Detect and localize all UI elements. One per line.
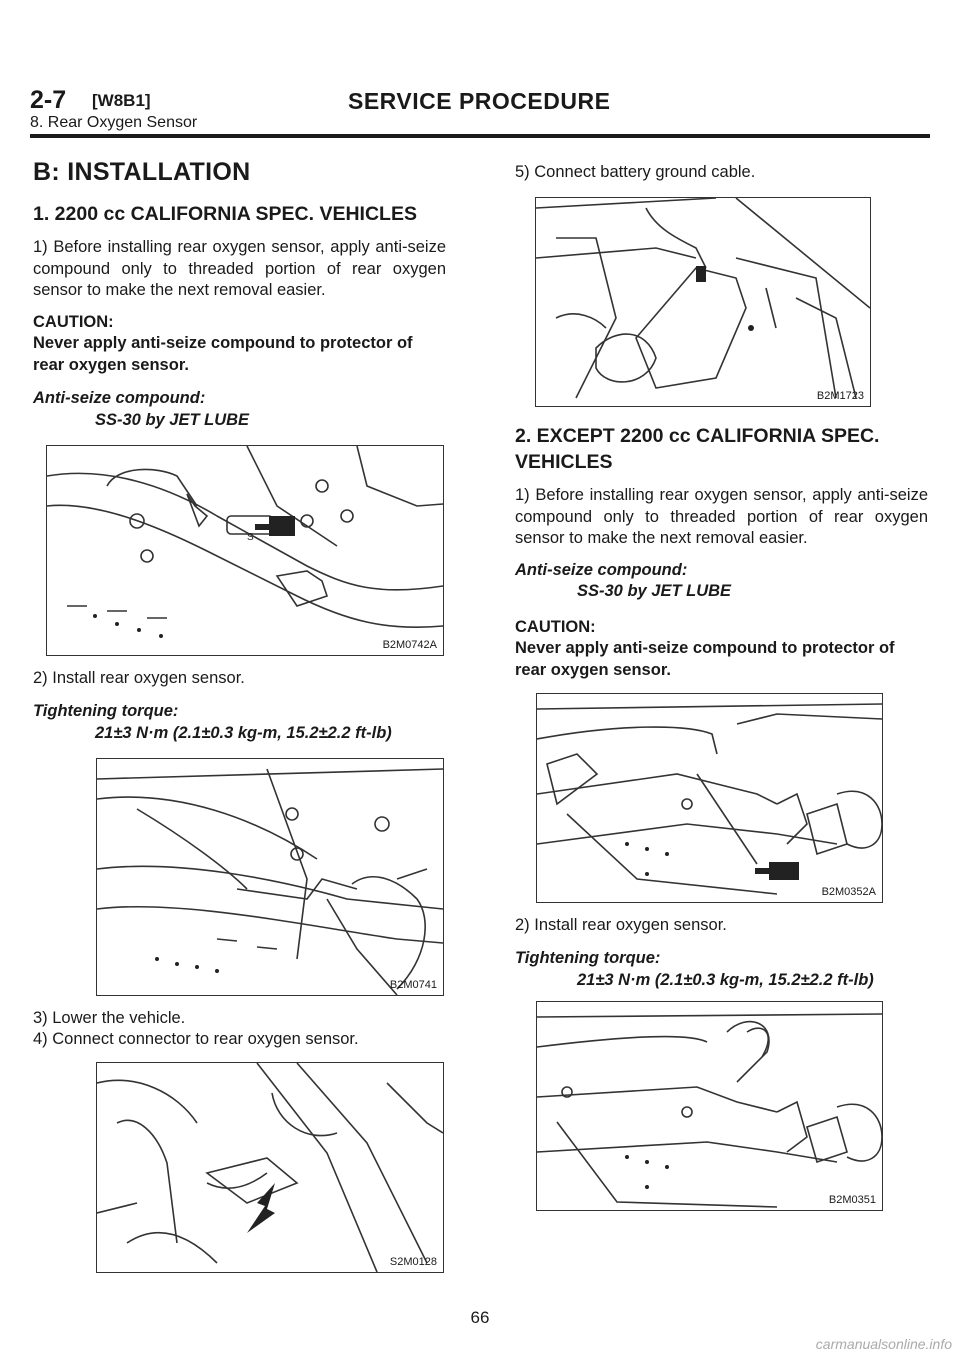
figure-sensor-location-except: B2M0352A	[536, 693, 883, 903]
figure-sensor-location: S B2M0742A	[46, 445, 444, 656]
caution-text: Never apply anti-seize compound to prote…	[515, 639, 895, 679]
figure-connector: S2M0128	[96, 1062, 444, 1273]
step-5-text: 5) Connect battery ground cable.	[515, 163, 756, 181]
caution-text: Never apply anti-seize compound to prote…	[33, 334, 413, 374]
figure-install-sensor-except: B2M0351	[536, 1001, 883, 1211]
figure-battery: B2M1723	[535, 197, 871, 407]
figure-id: S2M0128	[389, 1256, 437, 1268]
section-heading: B: INSTALLATION	[33, 158, 251, 186]
torque-value: 21±3 N·m (2.1±0.3 kg-m, 15.2±2.2 ft-lb)	[95, 723, 392, 742]
page-header: 2-7 [W8B1] SERVICE PROCEDURE 8. Rear Oxy…	[30, 86, 930, 136]
step-1-text: 1) Before installing rear oxygen sensor,…	[33, 238, 446, 299]
torque-label: Tightening torque:	[33, 702, 179, 720]
left-column: B: INSTALLATION 1. 2200 cc CALIFORNIA SP…	[33, 158, 446, 1273]
subsection-heading-california: 1. 2200 cc CALIFORNIA SPEC. VEHICLES	[33, 203, 417, 225]
step-1-text: 1) Before installing rear oxygen sensor,…	[515, 486, 928, 547]
section-number: 2-7	[30, 86, 67, 114]
step-3-text: 3) Lower the vehicle.	[33, 1009, 186, 1027]
figure-id: B2M0741	[389, 979, 437, 991]
page-subtitle: 8. Rear Oxygen Sensor	[30, 114, 198, 131]
page-number: 66	[470, 1308, 490, 1327]
watermark: carmanualsonline.info	[815, 1336, 952, 1352]
compound-label: Anti-seize compound:	[515, 560, 688, 579]
header-rule	[30, 134, 930, 138]
caution-label: CAUTION:	[33, 312, 114, 331]
caution-block: CAUTION: Never apply anti-seize compound…	[515, 617, 928, 682]
compound-value: SS-30 by JET LUBE	[577, 582, 732, 600]
torque-value: 21±3 N·m (2.1±0.3 kg-m, 15.2±2.2 ft-lb)	[577, 970, 874, 989]
figure-id: B2M0352A	[821, 886, 876, 898]
page-title: SERVICE PROCEDURE	[348, 88, 611, 114]
figure-id: B2M1723	[816, 390, 864, 402]
section-code: [W8B1]	[92, 91, 151, 110]
step-2-text: 2) Install rear oxygen sensor.	[515, 916, 727, 934]
step-4-text: 4) Connect connector to rear oxygen sens…	[33, 1030, 359, 1048]
figure-install-sensor: B2M0741	[96, 758, 444, 996]
figure-id: B2M0351	[828, 1194, 876, 1206]
subsection-heading-except: 2. EXCEPT 2200 cc CALIFORNIA SPEC. VEHIC…	[515, 425, 880, 473]
compound-value: SS-30 by JET LUBE	[95, 410, 250, 429]
caution-label: CAUTION:	[515, 617, 596, 636]
figure-id: B2M0742A	[382, 639, 437, 651]
svg-text:S: S	[247, 532, 254, 543]
torque-label: Tightening torque:	[515, 949, 661, 967]
caution-block: CAUTION: Never apply anti-seize compound…	[33, 312, 446, 377]
right-column: 5) Connect battery ground cable. B2M1723	[515, 162, 928, 1211]
step-2-text: 2) Install rear oxygen sensor.	[33, 669, 245, 687]
compound-label: Anti-seize compound:	[33, 389, 206, 407]
